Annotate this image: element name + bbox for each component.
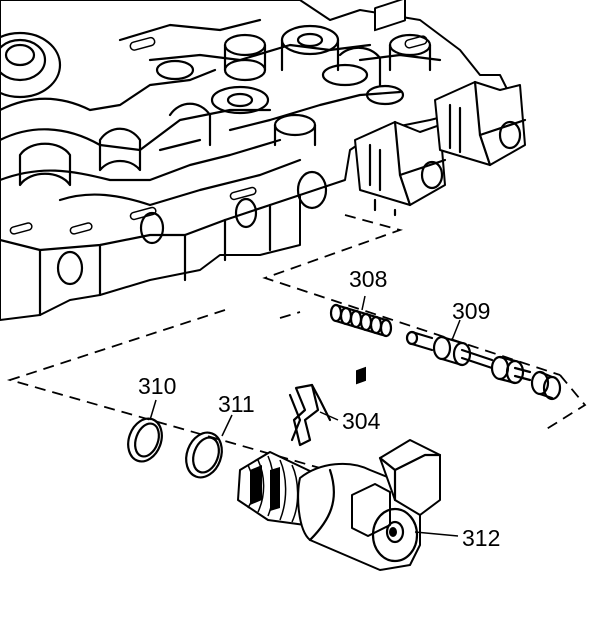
- callout-label-309: 309: [452, 298, 491, 324]
- retaining-clip-part-304: [288, 383, 339, 447]
- solenoid-part-312: [237, 366, 459, 571]
- o-ring-part-310: [127, 399, 163, 463]
- callout-label-304: 304: [342, 408, 381, 434]
- installed-solenoid-blocks: [354, 0, 527, 217]
- callout-label-310: 310: [138, 373, 177, 399]
- o-ring-part-311: [185, 414, 233, 479]
- valve-body: [0, 0, 527, 321]
- assembly-guide-lines: [6, 214, 587, 469]
- callout-label-308: 308: [349, 266, 388, 292]
- spring-part-308: [329, 295, 393, 338]
- valve-part-309: [405, 319, 562, 401]
- callout-label-312: 312: [462, 525, 501, 551]
- callout-label-311: 311: [218, 391, 255, 417]
